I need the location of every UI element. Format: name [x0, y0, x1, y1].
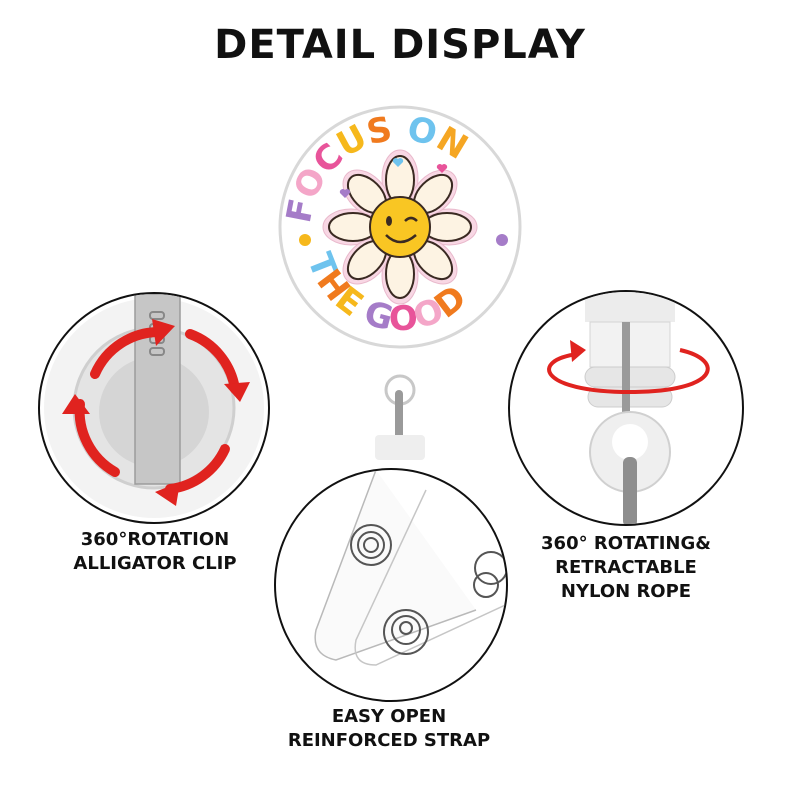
strap-label-line1: EASY OPEN: [331, 706, 447, 727]
badge-reel: FOCUS ON THE GOOD: [270, 95, 530, 355]
rope-label-line3: NYLON ROPE: [560, 581, 692, 602]
clip-feature-label: 360°ROTATION ALLIGATOR CLIP: [40, 528, 270, 576]
rope-detail-image: [508, 290, 744, 526]
flower-badge-icon: FOCUS ON THE GOOD: [278, 105, 522, 349]
clip-label-line1: 360°ROTATION: [80, 529, 230, 550]
rotation-arrow-icon: [62, 319, 250, 506]
strap-feature-label: EASY OPEN REINFORCED STRAP: [274, 705, 504, 753]
rope-label-line1: 360° ROTATING&: [541, 533, 711, 554]
rope-feature-label: 360° ROTATING& RETRACTABLE NYLON ROPE: [510, 532, 742, 604]
reel-connector: [370, 350, 430, 460]
strap-detail-image: [274, 468, 508, 702]
strap-label-line2: REINFORCED STRAP: [287, 730, 491, 751]
rope-label-line2: RETRACTABLE: [555, 557, 697, 578]
clip-detail-image: [38, 292, 270, 524]
rotation-arrow-icon: [570, 340, 586, 362]
clip-label-line2: ALLIGATOR CLIP: [73, 553, 237, 574]
page-title: DETAIL DISPLAY: [214, 22, 586, 68]
